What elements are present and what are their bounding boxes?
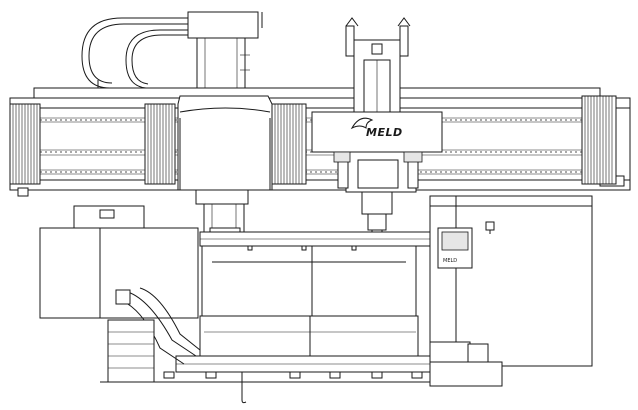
control-panel: MELD — [429, 195, 593, 387]
way-cover-bellows — [9, 95, 617, 185]
dragon-logo-icon — [350, 117, 374, 130]
brand-logo: MELD — [350, 117, 403, 139]
display-screen-icon — [441, 231, 469, 251]
floor-and-feet — [100, 371, 430, 404]
cable-carrier — [81, 17, 190, 92]
left-spindle-head — [177, 95, 273, 251]
chip-conveyor — [107, 287, 201, 383]
left-column — [187, 11, 263, 99]
machine-base — [39, 205, 433, 373]
panel-plate-text: MELD — [443, 258, 457, 264]
brand-name: MELD — [366, 126, 403, 139]
